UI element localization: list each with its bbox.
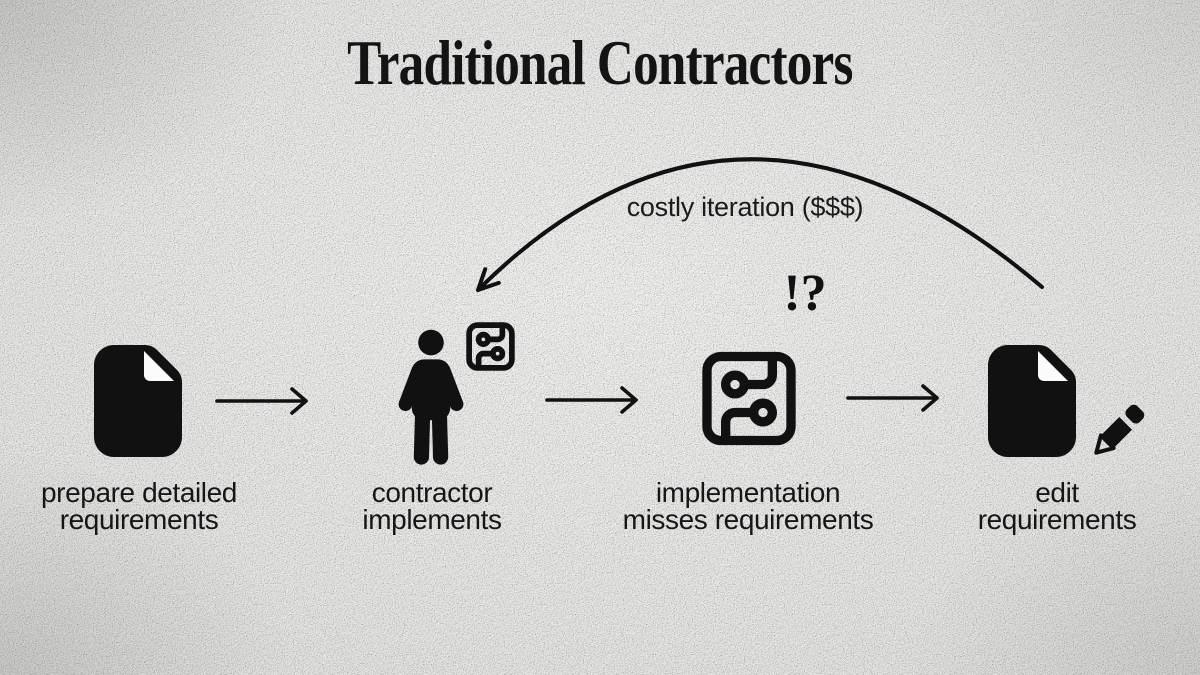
arrow-right-icon: [545, 386, 638, 414]
costly-iteration-label: costly iteration ($$$): [626, 192, 864, 222]
circuit-board-icon: [702, 351, 796, 446]
arrow-right-icon: [846, 384, 939, 412]
arrow-right-icon: [215, 387, 308, 415]
step-label-contractor-implements: contractor implements: [362, 477, 502, 535]
step-label-edit-requirements: edit requirements: [977, 477, 1137, 535]
step-label-prepare-requirements: prepare detailed requirements: [41, 477, 237, 535]
step-label-implementation-misses: implementation misses requirements: [622, 477, 874, 535]
circuit-chip-small-icon: [466, 322, 515, 371]
pencil-icon: [1081, 390, 1159, 468]
document-icon: [94, 345, 182, 457]
alert-text: !?: [783, 265, 827, 322]
page-title: Traditional Contractors: [347, 27, 853, 98]
document-icon: [988, 345, 1076, 457]
